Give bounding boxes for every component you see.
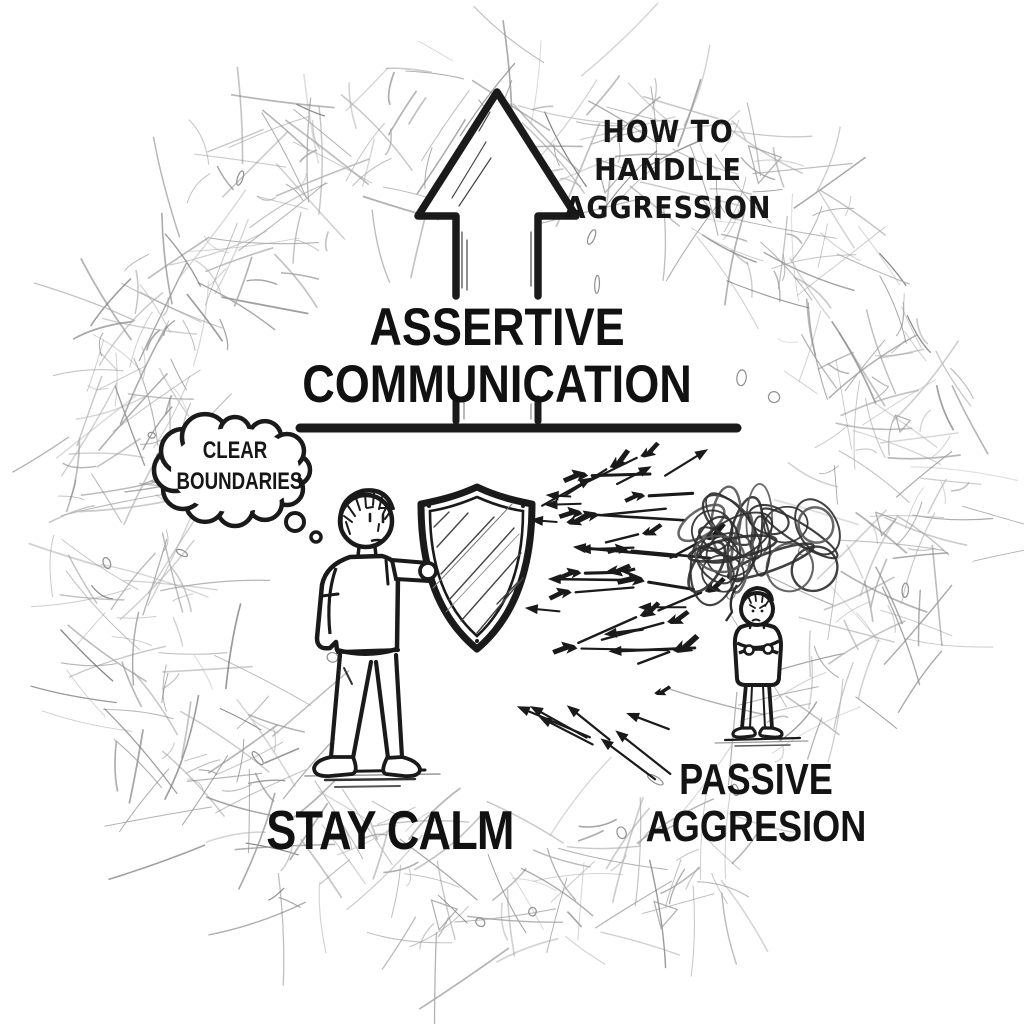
scribble-ring — [12, 2, 1024, 1024]
shield-icon — [417, 483, 536, 653]
title-line-1: ASSERTIVE — [369, 298, 625, 357]
header-line-2: HANDLLE — [594, 153, 742, 188]
header-line-3: AGGRESSION — [564, 191, 772, 226]
thought-bubble — [151, 411, 323, 544]
person-arms-crossed — [714, 585, 809, 747]
title-line-2: COMMUNICATION — [302, 355, 692, 414]
person-with-shield — [304, 488, 441, 788]
passive-aggression-label: PASSIVE AGGRESION — [592, 756, 920, 850]
passive-line-1: PASSIVE — [679, 755, 833, 804]
up-arrow-icon — [414, 88, 580, 425]
bubble-line-1: CLEAR — [202, 437, 268, 464]
aggression-arrows — [516, 441, 726, 781]
header-caption: HOW TO HANDLLE AGGRESSION — [547, 114, 790, 228]
page-title: ASSERTIVE COMMUNICATION — [200, 299, 795, 413]
header-line-1: HOW TO — [602, 115, 734, 150]
scribble-cloud-icon — [677, 483, 841, 622]
thought-bubble-text: CLEAR BOUNDARIES — [176, 435, 303, 497]
stay-calm-label: STAY CALM — [266, 799, 514, 861]
passive-line-2: AGGRESION — [645, 802, 867, 851]
bubble-line-2: BOUNDARIES — [176, 468, 303, 495]
